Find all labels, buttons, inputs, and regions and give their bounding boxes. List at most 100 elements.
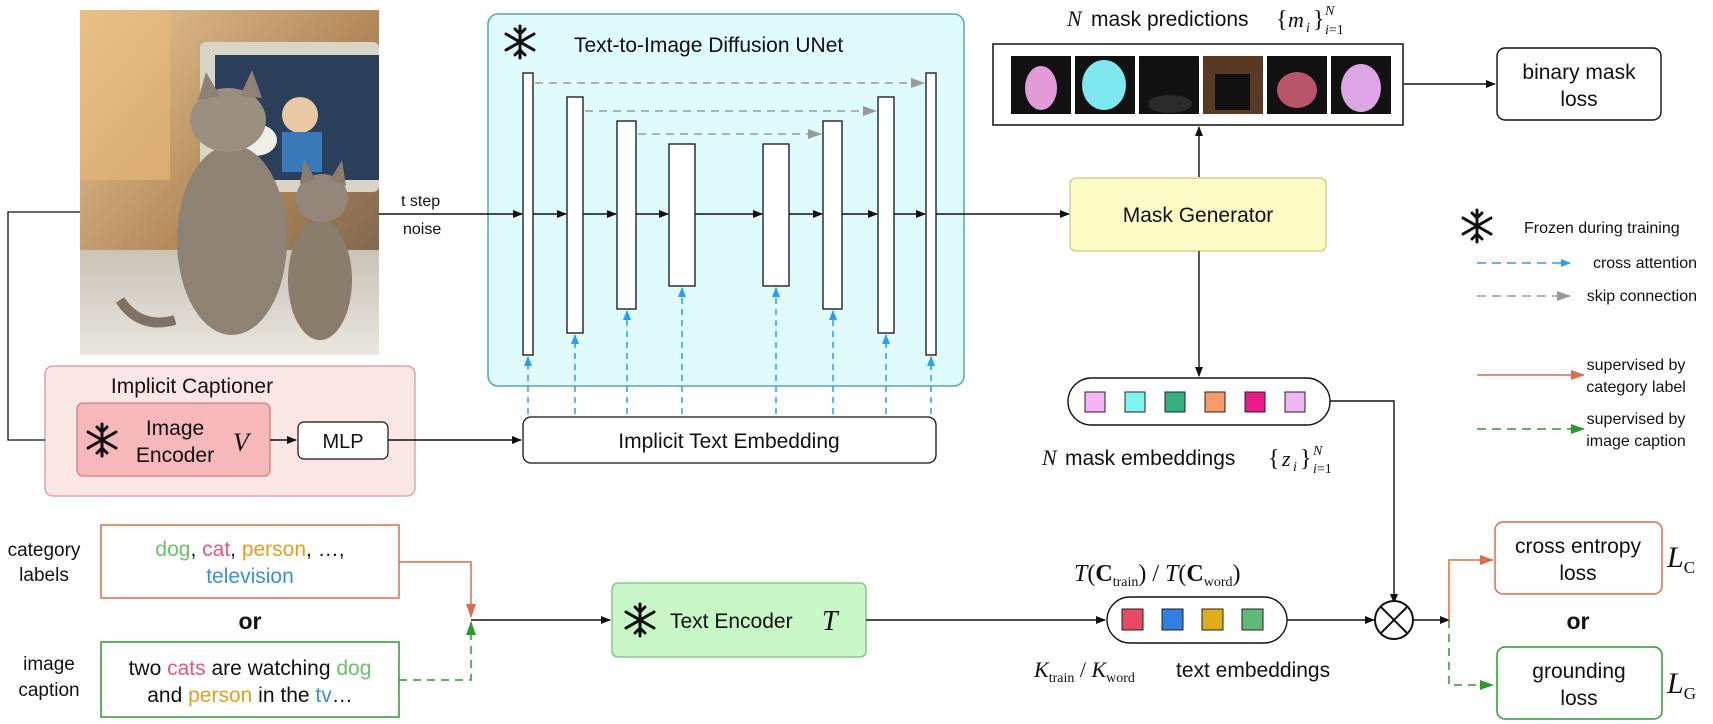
text-encoder-label: Text Encoder [670,610,793,633]
caption-to-merge-arrow [399,621,476,681]
grounding-loss-box [1496,646,1663,720]
category-labels-box [100,524,400,599]
image-encoder-symbol: V [233,428,252,457]
image-encoder-line2: Encoder [136,444,214,467]
unet-block-2 [566,96,584,334]
caption-line1: two cats are watching dog [129,657,372,680]
mlp-label: MLP [322,431,363,453]
text-embeddings-caption: Ktrain / Kword text embeddings [1033,657,1330,686]
grounding-loss-line2: loss [1560,687,1597,710]
cross-entropy-loss-line1: cross entropy [1515,535,1642,558]
legend-supervised-caption-line1: supervised by [1587,411,1686,428]
mask-embedding-square-5 [1244,391,1266,413]
to-cross-entropy-arrow [1448,555,1494,620]
text-embedding-squares [1121,608,1264,631]
svg-text:{: { [1276,7,1288,33]
image-caption-title-line2: caption [18,680,79,701]
legend-cross-attention-label: cross attention [1593,255,1697,272]
legend-supervised-category-line1: supervised by [1587,357,1686,374]
svg-text:z: z [1281,446,1291,471]
image-to-captioner-connector [7,211,80,441]
svg-text:N: N [1066,6,1083,31]
legend-supervised-caption-line2: image caption [1586,433,1686,450]
or-label-left: or [239,608,262,634]
svg-text:i=1: i=1 [1325,23,1344,38]
category-words-line1: dog, cat, person, …, [155,538,344,561]
implicit-text-embedding-box [522,416,937,464]
svg-text:{: { [1268,446,1280,472]
category-labels-title-line2: labels [19,565,69,586]
image-caption-box [100,641,400,718]
mask-embeddings-title: N mask embeddings { z i } N i=1 [1041,444,1332,477]
binary-mask-loss-line1: binary mask [1522,61,1636,84]
text-encoder-symbol: T [822,606,840,637]
unet-block-6 [822,120,843,310]
mask-embedding-square-4 [1204,391,1226,413]
svg-text:Ktrain / Kword: Ktrain / Kword [1033,657,1135,686]
binary-mask-loss-box [1496,47,1662,121]
unet-block-8 [925,72,937,356]
svg-text:i: i [1306,21,1310,36]
noise-label: noise [403,221,441,238]
legend-frozen-label: Frozen during training [1524,220,1680,237]
mask-generator-box [1069,177,1327,252]
legend-snowflake-icon [1461,208,1493,244]
unet-block-3 [616,120,637,310]
mask-embedding-squares [1084,391,1306,413]
implicit-captioner-title: Implicit Captioner [111,375,273,398]
svg-text:mask embeddings: mask embeddings [1065,447,1235,470]
mask-embedding-square-1 [1084,391,1106,413]
unet-panel [487,13,965,387]
svg-text:i: i [1293,460,1297,475]
input-image [80,10,379,355]
legend-supervised-category-line2: category label [1586,379,1686,396]
svg-text:N: N [1312,444,1323,459]
text-encoder-snowflake-icon [624,602,656,638]
loss-g-symbol: LG [1666,667,1696,703]
implicit-text-embedding-label: Implicit Text Embedding [618,430,839,453]
image-encoder-line1: Image [146,417,204,440]
legend-skip-connection-label: skip connection [1587,288,1697,305]
mask-embedding-square-2 [1124,391,1146,413]
text-embeddings-title: T(Ctrain) / T(Cword) [1074,561,1241,590]
legend: Frozen during training cross attention s… [1461,208,1697,450]
svg-text:N: N [1041,445,1058,470]
or-label-right: or [1567,608,1590,634]
category-words-line2: television [206,565,294,588]
category-labels-title-line1: category [8,540,81,561]
svg-text:m: m [1288,7,1304,32]
svg-text:i=1: i=1 [1313,462,1332,477]
image-caption-title-line1: image [23,654,75,675]
loss-c-symbol: LC [1666,541,1695,577]
unet-block-5 [762,143,790,287]
mask-embeddings-to-product-arrow [1330,400,1398,604]
snowflake-icon [504,24,536,60]
t-step-label: t step [401,193,440,210]
svg-text:text embeddings: text embeddings [1176,659,1330,682]
binary-mask-loss-line2: loss [1560,88,1597,111]
text-embedding-square-2 [1161,608,1184,631]
mask-embedding-square-6 [1284,391,1306,413]
cross-attention-arrows [524,287,935,414]
svg-text:}: } [1313,7,1325,33]
noise-input: t step noise [379,193,523,238]
category-to-merge-arrow [399,561,476,618]
mask-embedding-square-3 [1164,391,1186,413]
svg-text:T(Ctrain) / T(Cword): T(Ctrain) / T(Cword) [1074,561,1241,590]
skip-connections [535,78,925,139]
unet-block-7 [877,96,895,334]
unet-title: Text-to-Image Diffusion UNet [574,34,843,57]
cross-entropy-loss-box [1494,521,1663,595]
text-embedding-square-3 [1201,608,1224,631]
text-embedding-square-1 [1121,608,1144,631]
cross-entropy-loss-line2: loss [1559,562,1596,585]
mask-generator-label: Mask Generator [1123,204,1274,227]
svg-text:}: } [1300,446,1312,472]
multiply-icon [1374,600,1414,640]
caption-line2: and person in the tv… [147,684,352,707]
svg-text:N: N [1324,4,1335,19]
mask-predictions-title: N mask predictions { m i } N i=1 [1066,4,1344,38]
grounding-loss-line1: grounding [1532,660,1625,683]
